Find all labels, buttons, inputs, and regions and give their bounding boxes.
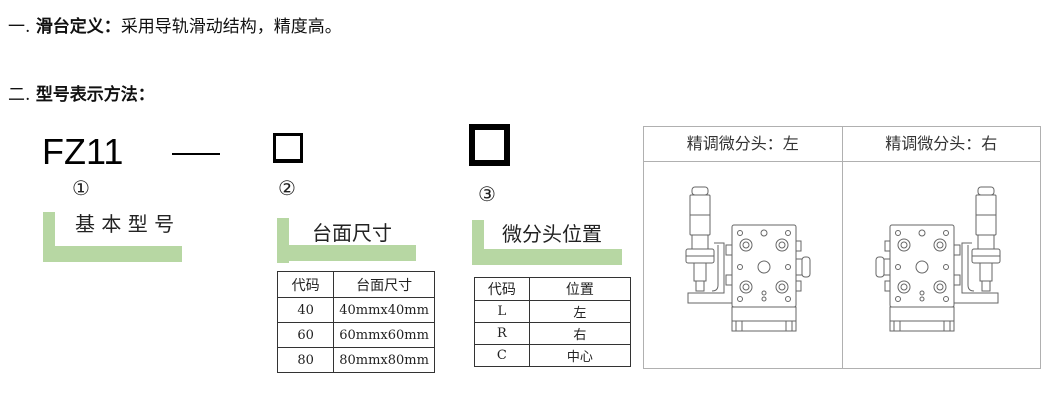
size-code-table: 代码 台面尺寸 40 40mmx40mm 60 60mmx60mm 80 80m… (276, 271, 435, 373)
table-header-row: 代码 台面尺寸 (276, 271, 435, 298)
section-description: 采用导轨滑动结构，精度高。 (120, 17, 342, 37)
cell-position: 左 (528, 300, 632, 323)
cell-size: 80mmx80mm (333, 347, 435, 373)
cell-code: 40 (276, 297, 335, 323)
section-number: 二. (8, 85, 31, 105)
table-row: 60 60mmx60mm (276, 322, 435, 348)
table-row: R 右 (474, 322, 632, 345)
bracket-label-table-size: 台面尺寸 (312, 221, 392, 245)
cell-code: R (474, 322, 530, 345)
section-title: 滑台定义： (35, 17, 121, 37)
bracket-label-base-model: 基 本 型 号 (75, 212, 175, 236)
header-code: 代码 (474, 277, 530, 301)
cell-code: C (474, 344, 530, 367)
bracket-horizontal-bar (43, 246, 182, 262)
table-row: C 中心 (474, 344, 632, 367)
header-code: 代码 (276, 271, 335, 298)
cell-position: 中心 (528, 344, 632, 367)
header-size: 台面尺寸 (333, 271, 435, 298)
cell-position: 右 (528, 322, 632, 345)
part-index-2: ② (278, 176, 296, 200)
placeholder-box-position (469, 124, 510, 166)
bracket-horizontal-bar (277, 245, 416, 261)
table-row: 40 40mmx40mm (276, 297, 435, 323)
section-heading-model-notation: 二. 型号表示方法： (8, 84, 155, 106)
cell-size: 60mmx60mm (333, 322, 435, 348)
cell-code: 80 (276, 347, 335, 373)
section-number: 一. (8, 17, 31, 37)
stage-drawing-left-icon (685, 186, 811, 332)
bracket-table-size: 台面尺寸 (277, 218, 416, 263)
part-index-3: ③ (478, 182, 496, 206)
model-separator-dash (172, 153, 220, 155)
figure-caption-left: 精调微分头：左 (686, 134, 799, 153)
bracket-base-model: 基 本 型 号 (43, 212, 182, 262)
header-position: 位置 (528, 277, 632, 301)
bracket-micrometer-position: 微分头位置 (472, 220, 622, 265)
section-title: 型号表示方法： (35, 85, 155, 105)
position-code-table: 代码 位置 L 左 R 右 C 中心 (474, 277, 632, 367)
table-row: 80 80mmx80mm (276, 347, 435, 373)
figure-divider (842, 127, 843, 368)
section-heading-definition: 一. 滑台定义：采用导轨滑动结构，精度高。 (8, 16, 342, 38)
placeholder-box-size (273, 133, 303, 163)
stage-drawing-right-icon (875, 186, 1001, 332)
figure-caption-right: 精调微分头：右 (841, 127, 1041, 161)
bracket-horizontal-bar (472, 249, 622, 265)
part-index-1: ① (72, 176, 90, 200)
cell-code: 60 (276, 322, 335, 348)
model-base-code: FZ11 (42, 131, 124, 172)
bracket-label-micrometer-position: 微分头位置 (502, 222, 602, 246)
cell-code: L (474, 300, 530, 323)
cell-size: 40mmx40mm (333, 297, 435, 323)
table-header-row: 代码 位置 (474, 277, 632, 301)
table-row: L 左 (474, 300, 632, 323)
micrometer-position-figure: 精调微分头：左 精调微分头：右 (643, 126, 1041, 369)
